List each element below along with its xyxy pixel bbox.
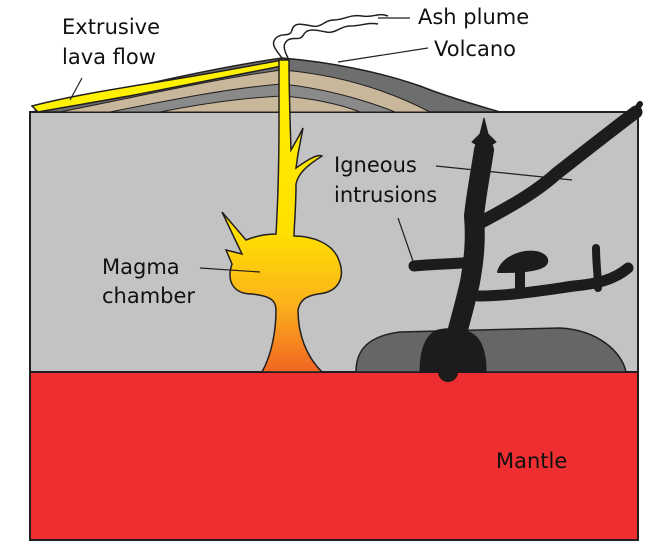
mantle-layer	[29, 371, 639, 541]
label-extrusive-line1: Extrusive	[62, 15, 160, 39]
ash-plume	[272, 13, 389, 59]
label-igneous-line2: intrusions	[334, 183, 437, 207]
magma-body	[221, 59, 343, 373]
igneous-intrusions	[408, 101, 643, 382]
label-magma-line2: chamber	[102, 284, 195, 308]
label-ash-plume: Ash plume	[418, 5, 529, 29]
label-volcano: Volcano	[434, 37, 516, 61]
leader-lines	[69, 17, 573, 273]
label-magma-line1: Magma	[102, 255, 180, 279]
label-mantle: Mantle	[496, 449, 567, 473]
label-igneous-line1: Igneous	[334, 153, 417, 177]
pluton	[355, 327, 627, 373]
label-extrusive-line2: lava flow	[62, 45, 156, 69]
